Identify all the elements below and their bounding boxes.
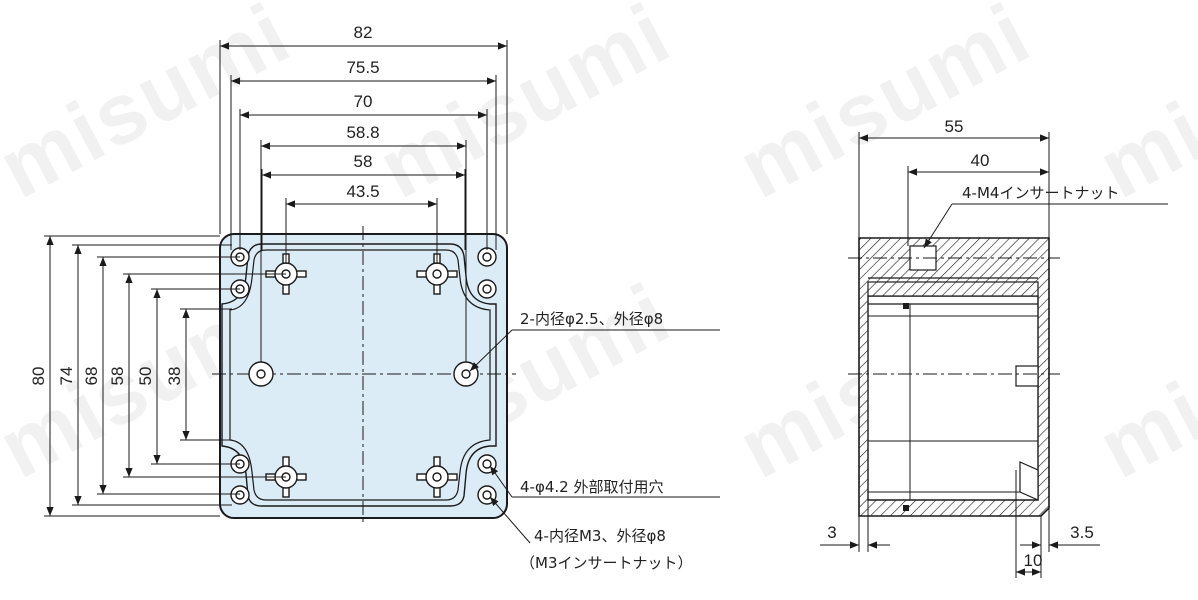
inner-cavity-outline-2 (229, 249, 491, 501)
callout-m4-insert: 4-M4インサートナット (962, 184, 1119, 202)
width-dimension-labels: 82 75.5 70 58.8 58 43.5 (346, 23, 379, 201)
dim-74: 74 (57, 367, 76, 386)
dim-58-8: 58.8 (346, 123, 379, 142)
dim-75-5: 75.5 (346, 58, 379, 77)
side-dimension-labels: 55 40 4-M4インサートナット 3 3.5 10 (827, 117, 1119, 570)
dim-38: 38 (165, 367, 184, 386)
dim-68: 68 (82, 367, 101, 386)
side-dimensions (820, 132, 1168, 578)
dim-3: 3 (827, 523, 836, 542)
height-dimensions (44, 235, 286, 517)
dim-10: 10 (1024, 551, 1043, 570)
dim-80: 80 (29, 367, 48, 386)
dim-3-5: 3.5 (1070, 523, 1094, 542)
dim-58v: 58 (108, 367, 127, 386)
dim-50: 50 (136, 367, 155, 386)
side-view (848, 237, 1060, 517)
height-dimension-labels: 80 74 68 58 50 38 (29, 367, 184, 386)
dim-40: 40 (971, 151, 990, 170)
dim-55: 55 (945, 117, 964, 136)
watermark-text: misumi (0, 0, 305, 217)
dim-82: 82 (354, 23, 373, 42)
watermark-text: misumi (1084, 265, 1198, 497)
mount-holes (230, 247, 497, 505)
watermark-text: misumi (364, 0, 686, 217)
callout-insert-line1: 4-内径M3、外径φ8 (534, 527, 666, 545)
width-dimensions (219, 40, 508, 362)
front-callout-labels: 2-内径φ2.5、外径φ8 4-φ4.2 外部取付用穴 4-内径M3、外径φ8 … (520, 310, 693, 572)
dim-58: 58 (354, 152, 373, 171)
side-cavity (867, 295, 1039, 501)
callout-boss-center: 2-内径φ2.5、外径φ8 (520, 310, 663, 328)
dim-70: 70 (354, 92, 373, 111)
front-view (44, 40, 720, 544)
callout-leaders (469, 329, 720, 544)
dim-43-5: 43.5 (346, 182, 379, 201)
callout-insert-line2: （M3インサートナット） (520, 554, 693, 572)
callout-mount-hole: 4-φ4.2 外部取付用穴 (520, 478, 663, 496)
